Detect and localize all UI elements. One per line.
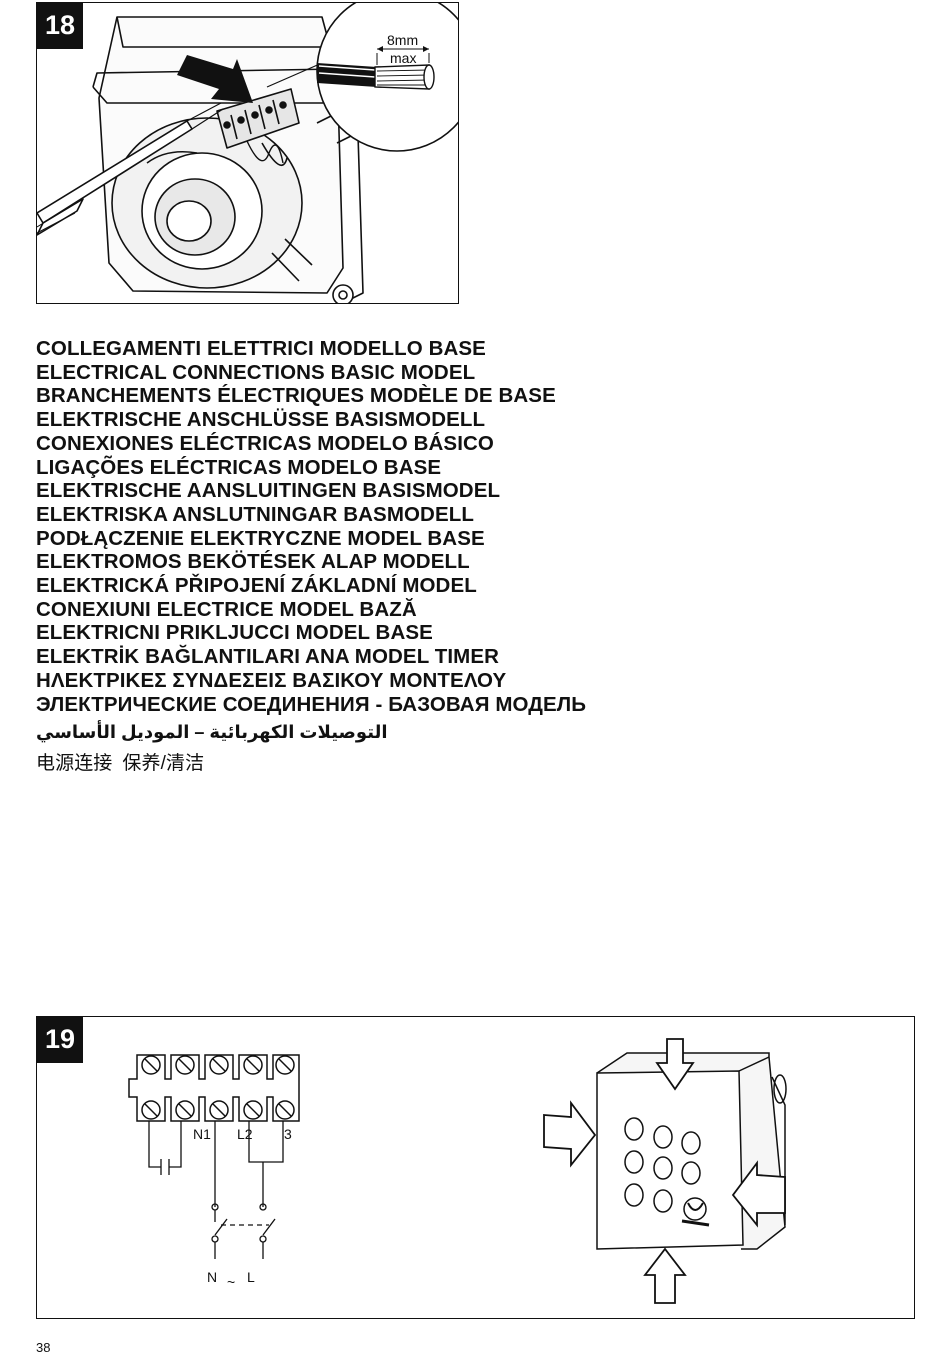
terminal-3-label: 3 [284, 1126, 292, 1142]
figure-18-number: 18 [37, 3, 83, 49]
figure-19-number: 19 [37, 1017, 83, 1063]
heading-ar: التوصيلات الكهربائية – الموديل الأساسي [36, 722, 388, 743]
heading-el: ΗΛΕΚΤΡΙΚΕΣ ΣΥΝΔΕΣΕΙΣ ΒΑΣΙΚΟΥ ΜΟΝΤΕΛΟΥ [36, 668, 507, 692]
wire-strip-callout: 8mm max [316, 3, 458, 152]
terminal-n1-label: N1 [193, 1126, 211, 1142]
figure-19-panel: N1 L2 3 N ~ L [36, 1016, 915, 1319]
page-number: 38 [36, 1340, 51, 1355]
heading-sl: ELEKTRICNI PRIKLJUCCI MODEL BASE [36, 621, 433, 645]
heading-hu: ELEKTROMOS BEKÖTÉSEK ALAP MODELL [36, 550, 470, 574]
heading-zh-part-b: 保养/清洁 [122, 753, 205, 775]
heading-de: ELEKTRISCHE ANSCHLÜSSE BASISMODELL [36, 408, 486, 432]
heading-pl: PODŁĄCZENIE ELEKTRYCZNE MODEL BASE [36, 526, 485, 550]
callout-limit-label: max [390, 50, 416, 66]
fan-unit-illustration [543, 1038, 787, 1304]
arrow-bottom [643, 1247, 687, 1304]
terminal-l2-label: L2 [237, 1126, 253, 1142]
heading-es: CONEXIONES ELÉCTRICAS MODELO BÁSICO [36, 431, 494, 455]
wiring-and-fan-illustration: N1 L2 3 N ~ L [128, 1038, 787, 1304]
supply-ac-symbol: ~ [227, 1274, 235, 1290]
heading-fr: BRANCHEMENTS ÉLECTRIQUES MODÈLE DE BASE [36, 384, 556, 408]
heading-en: ELECTRICAL CONNECTIONS BASIC MODEL [36, 360, 476, 384]
heading-zh: 电源连接保养/清洁 [36, 750, 586, 778]
heading-pt: LIGAÇÕES ELÉCTRICAS MODELO BASE [36, 455, 442, 479]
heading-ru: ЭЛЕКТРИЧЕСКИЕ СОЕДИНЕНИЯ - БАЗОВАЯ МОДЕЛ… [36, 692, 587, 716]
fan-terminal-illustration: 8mm max [37, 3, 458, 303]
wiring-diagram [148, 1121, 284, 1259]
arrow-top [655, 1038, 695, 1091]
heading-ro: CONEXIUNI ELECTRICE MODEL BAZĂ [36, 597, 417, 621]
supply-neutral-label: N [207, 1269, 217, 1285]
insert-direction-arrow [177, 55, 253, 103]
heading-tr: ELEKTRİK BAĞLANTILARI ANA MODEL TIMER [36, 645, 500, 669]
arrow-left [543, 1100, 597, 1168]
heading-zh-part-a: 电源连接 [36, 753, 113, 775]
heading-nl: ELEKTRISCHE AANSLUITINGEN BASISMODEL [36, 479, 501, 503]
supply-live-label: L [247, 1269, 255, 1285]
arrow-right [731, 1160, 786, 1228]
heading-cs: ELEKTRICKÁ PŘIPOJENÍ ZÁKLADNÍ MODEL [36, 574, 477, 598]
heading-it: COLLEGAMENTI ELETTRICI MODELLO BASE [36, 337, 486, 360]
section-title-list: COLLEGAMENTI ELETTRICI MODELLO BASE ELEC… [36, 337, 586, 778]
heading-sv: ELEKTRISKA ANSLUTNINGAR BASMODELL [36, 502, 474, 526]
terminal-strip [128, 1054, 300, 1122]
figure-18-panel: 8mm max 18 [36, 2, 459, 304]
callout-measure-label: 8mm [387, 32, 418, 48]
